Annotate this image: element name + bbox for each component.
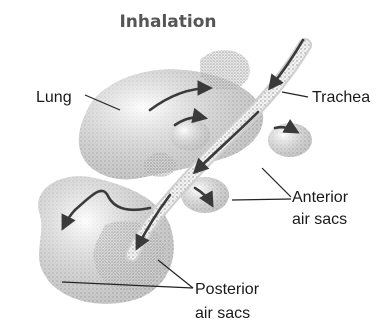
leader-trachea (282, 92, 308, 97)
label-lung: Lung (36, 89, 72, 106)
leader-anterior-2 (232, 199, 291, 200)
label-anterior-line1: Anterior (292, 189, 349, 206)
label-posterior-line1: Posterior (195, 281, 260, 298)
diagram-title: Inhalation (119, 12, 216, 32)
leader-anterior-1 (262, 168, 291, 197)
posterior-air-sacs (38, 176, 174, 304)
label-trachea: Trachea (312, 89, 370, 106)
label-posterior-line2: air sacs (195, 305, 250, 322)
label-anterior-line2: air sacs (292, 211, 347, 228)
